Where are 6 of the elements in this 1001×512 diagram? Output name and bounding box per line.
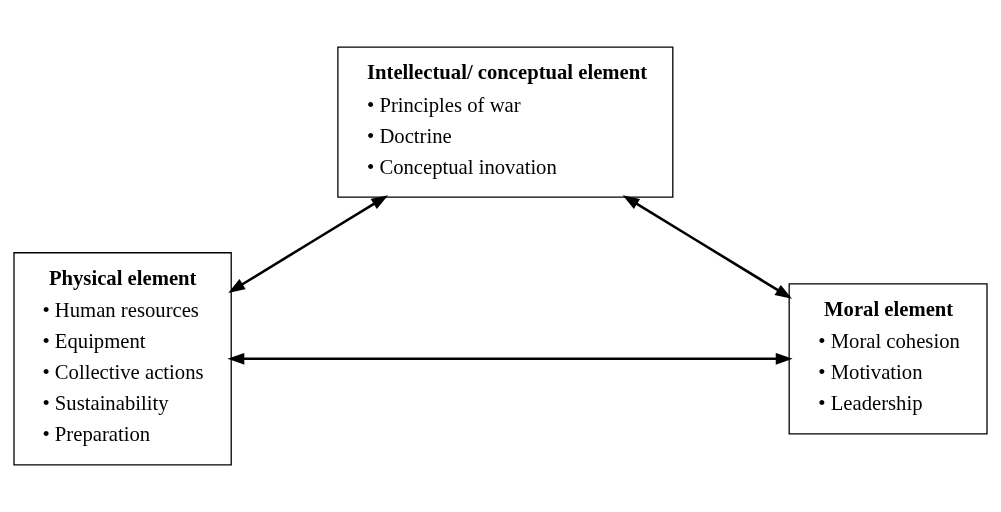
arrow (227, 352, 793, 365)
node-box: Physical element • Human resources • Equipment • Collective actions • Sustainability • Preparation (13, 252, 232, 466)
arrow (622, 195, 792, 299)
node-box: Intellectual/ conceptual element • Principles of war • Doctrine • Conceptual inovation (337, 46, 674, 198)
arrow (228, 195, 389, 293)
node-box: Moral element • Moral cohesion • Motivation • Leadership (788, 283, 988, 435)
